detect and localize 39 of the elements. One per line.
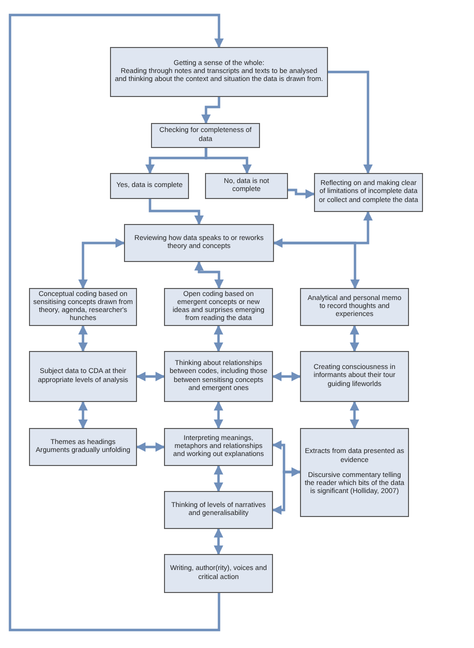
- arrow: [214, 528, 224, 555]
- process-box: [164, 351, 273, 402]
- process-box: [205, 173, 288, 199]
- arrow: [201, 97, 220, 124]
- arrow: [8, 14, 224, 632]
- process-box: [164, 554, 273, 593]
- process-box: [164, 288, 273, 326]
- arrow: [78, 238, 125, 289]
- arrow: [214, 401, 224, 429]
- process-box: [314, 173, 423, 212]
- arrow: [204, 148, 252, 174]
- process-box: [300, 351, 409, 402]
- arrow: [78, 401, 88, 429]
- arrow: [194, 261, 224, 289]
- arrow: [214, 465, 224, 492]
- process-box: [151, 123, 260, 148]
- arrow: [350, 325, 360, 352]
- process-box: [110, 173, 189, 199]
- arrow: [78, 325, 88, 352]
- arrow: [274, 242, 360, 289]
- arrow: [328, 70, 373, 174]
- process-box: [300, 288, 409, 326]
- process-box: [110, 47, 328, 97]
- arrow: [272, 372, 301, 382]
- arrow: [148, 199, 204, 225]
- arrow: [350, 401, 360, 429]
- process-box: [29, 351, 137, 402]
- arrow: [136, 372, 165, 382]
- process-box: [164, 491, 273, 529]
- process-box: [164, 428, 273, 466]
- arrow: [273, 211, 373, 248]
- process-box: [29, 428, 137, 466]
- process-box: [300, 428, 409, 517]
- arrow: [136, 442, 165, 452]
- arrow: [214, 325, 224, 352]
- arrow: [272, 470, 300, 515]
- process-box: [124, 224, 274, 262]
- arrow: [288, 188, 315, 199]
- arrow: [272, 440, 301, 477]
